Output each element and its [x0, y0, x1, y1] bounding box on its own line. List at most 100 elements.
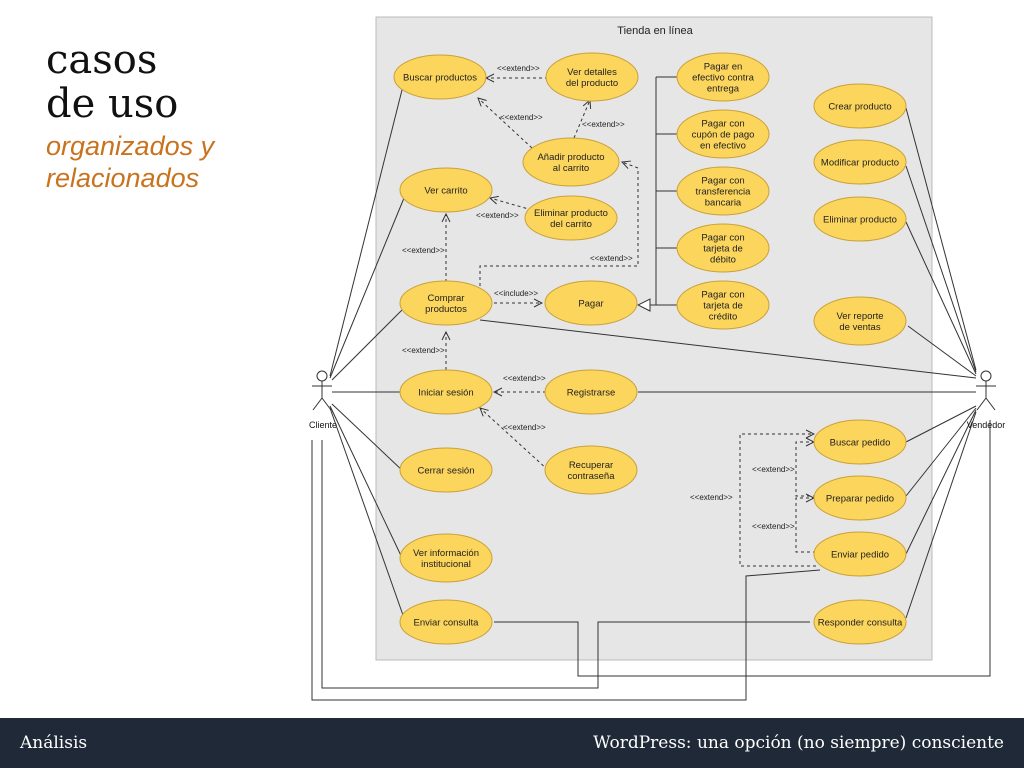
use-case-label: Eliminar producto	[534, 208, 608, 219]
use-case-label: Ver reporte	[837, 311, 884, 322]
use-case-label: Crear producto	[828, 102, 891, 113]
use-case-iniciar-sesion: Iniciar sesión	[399, 369, 493, 415]
footer-section-label: Análisis	[20, 733, 88, 753]
use-case-label: del carrito	[550, 219, 592, 230]
actor-cliente-label: Cliente	[309, 420, 337, 430]
footer-presentation-title: WordPress: una opción (no siempre) consc…	[593, 733, 1004, 753]
use-case-ellipse	[399, 167, 493, 213]
use-case-label: efectivo contra	[692, 73, 754, 84]
use-case-label: en efectivo	[700, 141, 746, 152]
use-case-ellipse	[399, 599, 493, 645]
use-case-label: Ver detalles	[567, 67, 617, 78]
use-case-ellipse	[544, 445, 638, 495]
use-case-enviar-pedido: Enviar pedido	[813, 531, 907, 577]
use-case-ellipse	[813, 83, 907, 129]
use-case-label: contraseña	[567, 471, 615, 482]
use-case-enviar-consulta: Enviar consulta	[399, 599, 493, 645]
label-extend-registrarse: <<extend>>	[503, 374, 546, 383]
use-case-ellipse	[399, 280, 493, 326]
use-case-label: tarjeta de	[703, 301, 743, 312]
system-name: Tienda en línea	[617, 25, 693, 37]
label-extend-preparar: <<extend>>	[752, 465, 795, 474]
use-case-ellipse	[813, 296, 907, 346]
use-case-ellipse	[813, 475, 907, 521]
use-case-label: Ver carrito	[424, 186, 467, 197]
assoc-vendedor-modificar	[905, 165, 977, 373]
use-case-label: Iniciar sesión	[418, 388, 473, 399]
assoc-cliente-consulta	[329, 407, 405, 619]
use-case-ellipse	[676, 52, 770, 102]
assoc-cliente-comprar	[331, 309, 403, 381]
assoc-cliente-cerrar	[331, 403, 405, 473]
assoc-vendedor-preparar	[905, 407, 977, 497]
use-case-ellipse	[676, 223, 770, 273]
use-case-ellipse	[813, 196, 907, 242]
use-case-label: Buscar productos	[403, 73, 477, 84]
use-case-modificar-producto: Modificar producto	[813, 139, 907, 185]
label-extend-enviar-general: <<extend>>	[690, 493, 733, 502]
use-case-ellipse	[544, 280, 638, 326]
use-case-ellipse	[676, 166, 770, 216]
use-case-label: Pagar	[578, 299, 603, 310]
label-extend-comprar-anadir: <<extend>>	[590, 254, 633, 263]
use-case-crear-producto: Crear producto	[813, 83, 907, 129]
use-case-ellipse	[813, 139, 907, 185]
use-case-label: Enviar consulta	[414, 618, 480, 629]
slide-title-line-2: de uso	[46, 81, 179, 127]
slide-subtitle-line-1: organizados y	[46, 131, 215, 161]
use-case-label: Pagar con	[701, 119, 744, 130]
footer-bar: Análisis WordPress: una opción (no siemp…	[0, 718, 1024, 768]
use-case-eliminar-producto: Eliminar producto	[813, 196, 907, 242]
use-case-label: Ver información	[413, 548, 479, 559]
label-extend-comprar-carrito: <<extend>>	[402, 246, 445, 255]
use-case-label: Añadir producto	[537, 152, 604, 163]
use-case-label: al carrito	[553, 163, 589, 174]
actor-cliente	[312, 370, 332, 411]
use-case-label: bancaria	[705, 198, 742, 209]
label-extend-enviar: <<extend>>	[752, 522, 795, 531]
use-case-cerrar-sesion: Cerrar sesión	[399, 447, 493, 493]
use-case-ellipse	[545, 52, 639, 102]
actor-vendedor	[976, 370, 996, 411]
use-case-ellipse	[813, 419, 907, 465]
assoc-vendedor-buscar-pedido	[905, 405, 977, 443]
assoc-vendedor-comprar	[479, 319, 977, 379]
label-extend-detalles: <<extend>>	[497, 64, 540, 73]
use-case-label: Comprar	[428, 293, 465, 304]
assoc-cliente-buscar	[329, 81, 405, 377]
assoc-vendedor-eliminar	[905, 221, 977, 375]
use-case-label: de ventas	[839, 322, 880, 333]
assoc-vendedor-crear	[905, 107, 977, 371]
route-consulta-vendedor	[494, 420, 991, 677]
use-case-label: entrega	[707, 84, 740, 95]
assoc-cliente-carrito	[329, 197, 405, 379]
use-case-buscar-pedido: Buscar pedido	[813, 419, 907, 465]
actor-cliente-head	[316, 370, 328, 382]
use-case-label: Cerrar sesión	[417, 466, 474, 477]
use-case-label: Recuperar	[569, 460, 613, 471]
assoc-cliente-info	[329, 405, 405, 563]
use-case-label: cupón de pago	[692, 130, 755, 141]
slide-title-line-1: casos	[46, 37, 158, 83]
connectors	[311, 77, 991, 701]
use-case-ellipse	[676, 280, 770, 330]
slide-subtitle-line-2: relacionados	[46, 163, 200, 193]
actor-vendedor-head	[980, 370, 992, 382]
use-case-label: Pagar en	[704, 62, 743, 73]
route-cliente-vendedor-2	[321, 440, 810, 689]
use-case-label: productos	[425, 304, 467, 315]
use-case-ellipse	[676, 109, 770, 159]
assoc-vendedor-reporte	[907, 325, 977, 377]
use-case-ellipse	[524, 195, 618, 241]
use-case-label: Pagar con	[701, 233, 744, 244]
use-case-label: crédito	[709, 312, 738, 323]
use-case-buscar-productos: Buscar productos	[393, 54, 487, 100]
